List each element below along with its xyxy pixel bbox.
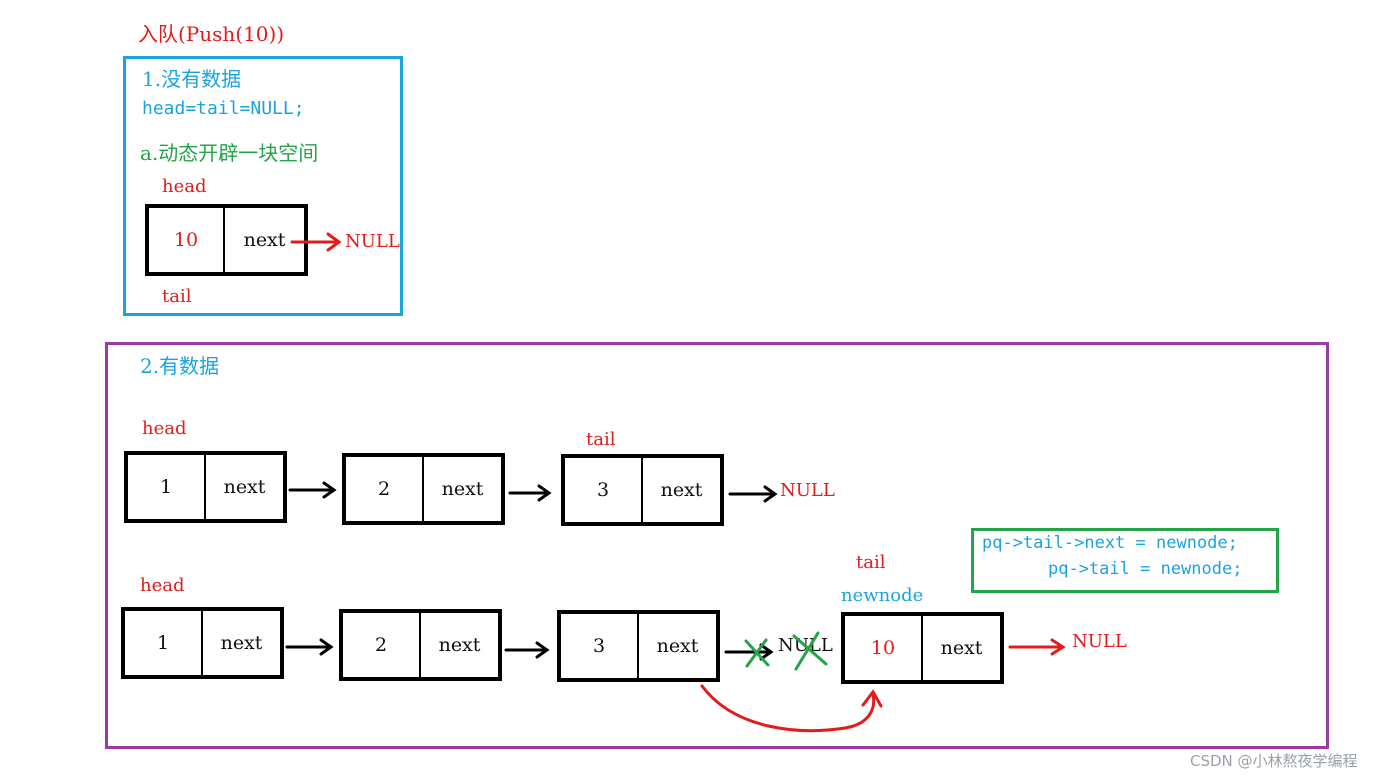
row1-node-3: 3 next <box>561 454 724 526</box>
node-value: 10 <box>845 616 923 680</box>
case1-tail-label: tail <box>162 286 192 307</box>
node-next: next <box>660 479 703 501</box>
case2-heading: 2.有数据 <box>140 354 220 378</box>
node-value: 3 <box>561 614 639 678</box>
case1-next-arrow <box>290 232 342 252</box>
case1-null-label: NULL <box>345 231 400 252</box>
row2-newnode-label: newnode <box>841 585 924 606</box>
node-next: next <box>441 478 484 500</box>
node-next: next <box>220 632 263 654</box>
row2-head-label: head <box>140 575 185 596</box>
row2-newnode: 10 next <box>841 612 1004 684</box>
row1-node-2: 2 next <box>342 453 505 525</box>
row2-tail-label: tail <box>856 552 886 573</box>
row1-node-1: 1 next <box>124 451 287 523</box>
node-next: next <box>940 637 983 659</box>
code-line-1: pq->tail->next = newnode; <box>982 533 1238 553</box>
diagram-title: 入队(Push(10)) <box>138 22 285 46</box>
code-box <box>971 528 1279 593</box>
green-cross-null <box>792 631 828 671</box>
node-next: next <box>438 634 481 656</box>
case1-frame <box>123 56 403 316</box>
node-value: 10 <box>149 208 225 272</box>
case1-heading: 1.没有数据 <box>142 67 242 91</box>
row2-arrow-old-null <box>724 643 774 661</box>
row2-node-3: 3 next <box>557 610 720 682</box>
node-value: 1 <box>128 455 206 519</box>
row1-arrow-null <box>728 485 778 503</box>
node-value: 3 <box>565 458 643 522</box>
green-cross-arrow <box>744 638 770 668</box>
curved-link-arrow <box>700 684 883 733</box>
row1-null-label: NULL <box>780 480 835 501</box>
code-line-2: pq->tail = newnode; <box>1048 559 1243 579</box>
newnode-next-arrow <box>1008 638 1066 656</box>
watermark: CSDN @小林熬夜学编程 <box>1190 752 1358 770</box>
node-value: 1 <box>125 611 203 675</box>
case2-frame <box>105 342 1329 749</box>
case1-head-label: head <box>162 176 207 197</box>
row1-arrow-1 <box>288 481 337 499</box>
row2-arrow-1 <box>285 638 334 656</box>
row2-node-2: 2 next <box>339 609 502 681</box>
row2-null-label: NULL <box>1072 631 1127 652</box>
row2-node-1: 1 next <box>121 607 284 679</box>
node-next: next <box>223 476 266 498</box>
node-next: next <box>656 635 699 657</box>
node-value: 2 <box>346 457 424 521</box>
row1-head-label: head <box>142 418 187 439</box>
row1-tail-label: tail <box>586 429 616 450</box>
node-next: next <box>243 229 286 251</box>
node-value: 2 <box>343 613 421 677</box>
case1-code: head=tail=NULL; <box>142 98 305 119</box>
case1-node: 10 next <box>145 204 308 276</box>
row2-arrow-2 <box>504 641 550 659</box>
row1-arrow-2 <box>508 484 552 502</box>
case1-step: a.动态开辟一块空间 <box>140 141 319 165</box>
